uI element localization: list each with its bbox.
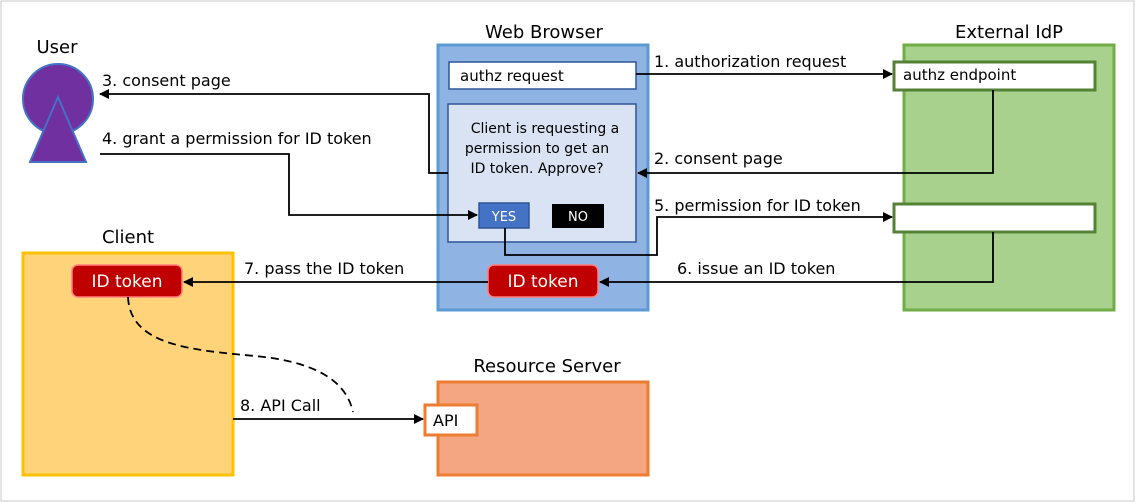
client-id-token-label: ID token: [91, 272, 162, 292]
external-idp: External IdP authz endpoint: [892, 22, 1116, 312]
permission-endpoint-box: [892, 202, 1097, 234]
client-id-token: [71, 264, 183, 298]
user-body-icon: [28, 94, 88, 163]
authz-endpoint-label: authz endpoint: [903, 66, 1016, 84]
user-actor: User: [22, 37, 94, 163]
step-8-label: 8. API Call: [240, 396, 321, 415]
authz-endpoint-box: [892, 60, 1097, 92]
client-panel: [21, 251, 235, 477]
authz-request-label: authz request: [460, 67, 564, 85]
web-browser: Web Browser authz request Client is requ…: [436, 22, 650, 312]
no-button-label: NO: [568, 210, 588, 225]
yes-button-label: YES: [491, 210, 516, 225]
arrow-step-2: [637, 90, 994, 178]
resource-server-label: Resource Server: [473, 356, 621, 377]
step-4-label: 4. grant a permission for ID token: [102, 129, 372, 148]
authz-request-box: [448, 61, 637, 90]
yes-button[interactable]: YES: [478, 202, 530, 229]
token-usage-dashed-path: [127, 296, 354, 413]
step-7-label: 7. pass the ID token: [244, 259, 404, 278]
step-3-label: 3. consent page: [102, 71, 231, 90]
client-label: Client: [102, 227, 154, 248]
api-box: [423, 403, 479, 437]
client: Client ID token: [21, 227, 235, 477]
idp-label: External IdP: [955, 22, 1063, 43]
step-2-label: 2. consent page: [654, 149, 783, 168]
dialog-text-line3: ID token. Approve?: [470, 161, 603, 177]
no-button[interactable]: NO: [552, 204, 604, 228]
step-1-label: 1. authorization request: [654, 52, 846, 71]
arrow-step-5: [504, 212, 893, 256]
flow-arrows: [99, 69, 994, 424]
step-6-label: 6. issue an ID token: [677, 259, 835, 278]
arrow-step-4: [100, 153, 478, 220]
dialog-text-line1: Client is requesting a: [471, 121, 620, 137]
browser-id-token: [487, 264, 599, 298]
arrow-step-6: [599, 232, 994, 287]
user-label: User: [36, 37, 78, 58]
arrow-step-3: [99, 89, 448, 174]
step-5-label: 5. permission for ID token: [654, 196, 861, 215]
browser-label: Web Browser: [485, 22, 604, 43]
dialog-text-line2: permission to get an: [465, 141, 609, 157]
resource-server: Resource Server API: [423, 356, 650, 477]
api-label: API: [433, 411, 458, 430]
browser-id-token-label: ID token: [507, 272, 578, 292]
step-labels: 1. authorization request 2. consent page…: [102, 52, 861, 415]
